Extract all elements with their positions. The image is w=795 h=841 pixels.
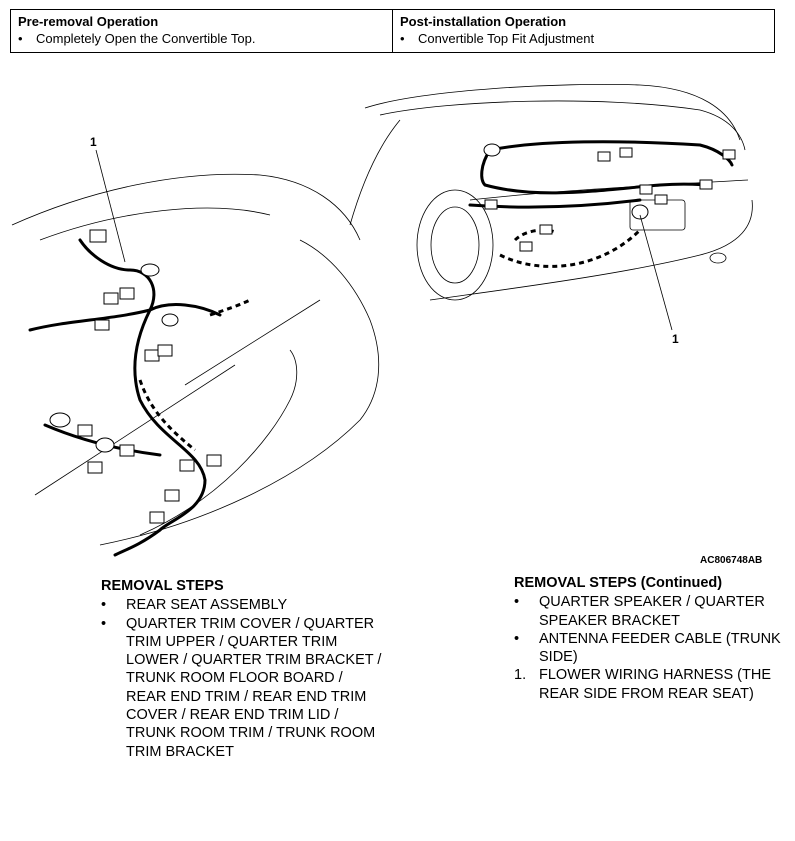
figure-code: AC806748AB	[700, 555, 763, 566]
connector-box	[699, 179, 713, 190]
right-wheel-inner	[430, 206, 480, 284]
left-harness-upper	[78, 238, 156, 312]
connector-box	[119, 287, 135, 300]
step-marker: 1.	[514, 667, 527, 684]
connector-box	[654, 194, 668, 205]
step-text: QUARTER SPEAKER / QUARTER SPEAKER BRACKE…	[539, 594, 765, 629]
left-harness-dashed-2	[209, 298, 251, 317]
post-installation-item: •Convertible Top Fit Adjustment	[400, 31, 595, 46]
connector-box	[619, 147, 633, 158]
right-body-left	[349, 119, 401, 226]
step-text: ANTENNA FEEDER CABLE (TRUNK SIDE)	[539, 630, 781, 666]
post-installation-cell: Post-installation Operation •Convertible…	[392, 10, 774, 52]
right-roof-outline	[364, 83, 741, 141]
connector-box	[77, 424, 93, 437]
right-harness-top	[488, 140, 734, 167]
step-item: • REAR SEAT ASSEMBLY	[101, 596, 386, 614]
callout-label-right: 1	[672, 332, 679, 346]
connector-box	[597, 151, 611, 162]
removal-steps-continued: REMOVAL STEPS (Continued) • QUARTER SPEA…	[514, 574, 789, 703]
connector-box	[519, 241, 533, 252]
step-item: • QUARTER TRIM COVER / QUARTER TRIM UPPE…	[101, 615, 386, 761]
connector-box	[94, 319, 110, 331]
removal-steps-heading: REMOVAL STEPS	[101, 578, 224, 594]
step-text: REAR SEAT ASSEMBLY	[126, 597, 288, 614]
step-item: • QUARTER SPEAKER / QUARTER SPEAKER BRAC…	[514, 593, 789, 630]
grommet	[631, 204, 649, 220]
left-diagonal-2	[184, 299, 321, 386]
step-marker: •	[514, 630, 520, 647]
step-marker: •	[101, 615, 107, 632]
left-harness-tail	[113, 528, 162, 557]
post-installation-heading: Post-installation Operation	[400, 14, 567, 29]
right-deck-outline	[379, 100, 746, 151]
connector-box	[149, 511, 165, 524]
step-text: QUARTER TRIM COVER / QUARTER TRIM UPPER …	[126, 615, 382, 760]
left-fender-arc	[139, 349, 298, 536]
callout-label-left: 1	[90, 135, 97, 149]
connector-box	[157, 344, 173, 357]
connector-box	[179, 459, 195, 472]
left-quarter-outline	[99, 239, 380, 546]
connector-box	[164, 489, 180, 502]
removal-steps-continued-heading: REMOVAL STEPS (Continued)	[514, 575, 723, 591]
grommet	[483, 143, 501, 157]
step-item: • ANTENNA FEEDER CABLE (TRUNK SIDE)	[514, 630, 789, 667]
pre-removal-item: •Completely Open the Convertible Top.	[18, 31, 256, 46]
grommet	[161, 313, 179, 327]
right-callout-leader	[639, 214, 673, 331]
wiring-harness-illustration	[11, 83, 753, 557]
pre-removal-cell: Pre-removal Operation •Completely Open t…	[11, 10, 392, 52]
connector-box	[144, 349, 160, 362]
step-marker: •	[101, 597, 107, 614]
right-rear-face	[469, 179, 749, 201]
left-trunk-inner-line	[39, 207, 271, 241]
connector-box	[119, 444, 135, 457]
connector-box	[539, 224, 553, 235]
connector-box	[89, 229, 107, 243]
connector-box	[103, 292, 119, 305]
left-harness-dashed	[138, 379, 196, 452]
connector-box	[722, 149, 736, 160]
connector-box	[639, 184, 653, 195]
grommet	[49, 412, 71, 428]
removal-steps: REMOVAL STEPS • REAR SEAT ASSEMBLY • QUA…	[101, 577, 386, 761]
right-harness-mid	[483, 182, 712, 195]
connector-box	[206, 454, 222, 467]
step-item: 1. FLOWER WIRING HARNESS (THE REAR SIDE …	[514, 666, 789, 703]
grommet	[140, 263, 160, 277]
right-body-bottom	[429, 199, 753, 301]
grommet	[95, 437, 115, 453]
left-trunk-lid-outline	[11, 173, 361, 241]
connector-box	[87, 461, 103, 474]
left-callout-leader	[95, 149, 126, 263]
step-text: FLOWER WIRING HARNESS (THE REAR SIDE FRO…	[539, 667, 772, 702]
right-wheel-outer	[416, 189, 494, 301]
operations-table: Pre-removal Operation •Completely Open t…	[10, 9, 775, 53]
left-harness-branch	[133, 308, 207, 532]
connector-box	[484, 199, 498, 210]
step-marker: •	[514, 594, 520, 611]
pre-removal-heading: Pre-removal Operation	[18, 14, 159, 29]
right-tailpipe	[709, 252, 727, 264]
left-harness-main	[28, 303, 222, 332]
left-diagonal	[34, 364, 236, 496]
